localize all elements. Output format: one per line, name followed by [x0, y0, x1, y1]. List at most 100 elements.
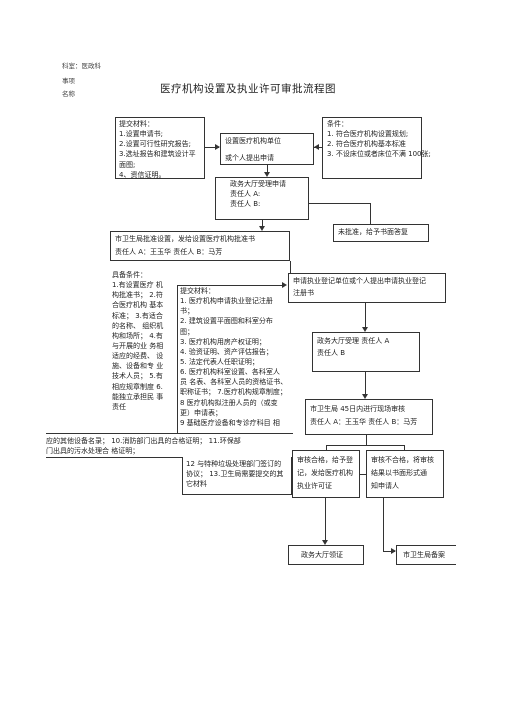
apply-box: 设置医疗机构单位 或个人提出申请	[220, 133, 314, 165]
submit-line: 更）申请表；	[180, 408, 222, 417]
reject-box: 未批准，给予书面答复	[333, 224, 429, 242]
pass-line: 记，发给医疗机构	[297, 469, 353, 478]
fail-box: 审核不合格，将审核 结果以书面形式通 知申请人	[366, 450, 444, 498]
requirements-list: 具备条件： 1.有设置医疗 机 构批准书； 2.符 合医疗机构 基本 标准； 3…	[112, 270, 174, 412]
arrow-right-icon	[391, 548, 396, 554]
submit-line: 5. 法定代表人任职证明；	[180, 357, 259, 366]
materials-line: 3.选址报告和建筑设计平	[119, 150, 196, 159]
materials-line: 面图;	[119, 160, 136, 169]
materials-line: 4、资信证明。	[119, 170, 166, 179]
requirements-line: 责任	[112, 402, 126, 411]
archive-text: 市卫生局备案	[403, 551, 445, 559]
divider	[46, 433, 293, 434]
requirements-line: 施、设备和专 业	[112, 362, 164, 371]
issue-box: 政务大厅领证	[288, 545, 364, 565]
acceptance-line: 政务大厅受理申请	[230, 180, 286, 188]
review-line: 市卫生局 45日内进行现场审核	[310, 405, 406, 413]
connector	[404, 445, 405, 450]
pass-box: 审核合格，给予登 记，发给医疗机构 执业许可证	[292, 450, 360, 498]
arrow-right-icon	[215, 144, 220, 150]
requirements-line: 能独立承担民 事	[112, 392, 164, 401]
requirements-line: 标准； 3.有适合	[112, 311, 163, 320]
materials-line: 2.设置可行性研究报告;	[119, 140, 192, 149]
submit-line: 4. 验资证明、资产评估报告；	[180, 347, 273, 356]
connector	[326, 445, 327, 450]
submit-line: 3. 医疗机构用房产权证明；	[180, 337, 266, 346]
item-label-2: 名称	[62, 90, 75, 98]
reject-text: 未批准，给予书面答复	[338, 228, 408, 236]
connector	[383, 498, 384, 551]
acceptance-line: 责任人 B:	[230, 200, 261, 209]
submit-extra-box: 12 与特种垃圾处理部门签订的 协议； 13.卫生局需要提交的其 它材料	[182, 457, 292, 495]
requirements-line: 具备条件：	[112, 271, 147, 279]
submit-line: 8 医疗机构拟注册人员的（或变	[180, 398, 278, 407]
connector	[326, 445, 404, 446]
issue-text: 政务大厅领证	[301, 551, 343, 559]
submit-line: 书；	[180, 307, 194, 316]
acceptance-line: 责任人 A:	[230, 190, 261, 199]
submit-extra-line: 12 与特种垃圾处理部门签订的	[186, 460, 282, 468]
conditions-line: 3. 不设床位或者床位不满 100张;	[327, 150, 431, 159]
connector	[177, 285, 285, 286]
connector	[325, 498, 326, 542]
requirements-line: 适应的经费、 设	[112, 352, 164, 361]
submit-materials-list: 提交材料： 1. 医疗机构申请执业登记注册 书； 2. 建筑设置平面图和科室分布…	[180, 286, 292, 428]
register-box: 申请执业登记单位或个人提出申请执业登记 注册书	[288, 273, 446, 303]
submit-line: 图；	[180, 327, 194, 336]
connector	[177, 285, 178, 433]
item-label-1: 事项	[62, 77, 75, 85]
submit-line: 提交材料：	[180, 287, 215, 295]
archive-box: 市卫生局备案	[396, 545, 456, 565]
conditions-box: 条件： 1. 符合医疗机构设置规划; 2. 符合医疗机构基本标准 3. 不设床位…	[322, 117, 431, 179]
connector	[267, 165, 268, 175]
submit-line: 1. 医疗机构申请执业登记注册	[180, 297, 273, 306]
register-line: 申请执业登记单位或个人提出申请执业登记	[293, 277, 426, 285]
arrow-down-icon	[264, 172, 270, 177]
arrow-right-icon	[282, 282, 287, 288]
arrow-down-icon	[362, 327, 368, 332]
conditions-line: 2. 符合医疗机构基本标准	[327, 140, 406, 149]
fail-line: 审核不合格，将审核	[371, 456, 434, 464]
submit-line: 6. 医疗机构科室设置、各科室人	[180, 368, 280, 377]
requirements-line: 合医疗机构 基本	[112, 301, 164, 310]
conditions-line: 条件：	[327, 120, 348, 128]
hall-accept-box: 政务大厅受理 责任人 A 责任人 B	[312, 332, 420, 372]
register-line: 注册书	[293, 289, 314, 298]
connector	[290, 261, 291, 273]
acceptance-box: 政务大厅受理申请 责任人 A: 责任人 B:	[215, 177, 309, 220]
arrow-left-icon	[314, 144, 319, 150]
requirements-line: 相应规章制度 6.	[112, 382, 163, 391]
apply-line: 或个人提出申请	[225, 154, 274, 163]
connector	[262, 220, 263, 228]
submit-line: 2. 建筑设置平面图和科室分布	[180, 317, 273, 326]
connector	[365, 303, 366, 329]
pass-line: 执业许可证	[297, 482, 332, 491]
requirements-line: 1.有设置医疗 机	[112, 281, 163, 290]
connector	[309, 203, 371, 204]
materials-box: 提交材料： 1.设置申请书; 2.设置可行性研究报告; 3.选址报告和建筑设计平…	[115, 117, 205, 179]
conditions-line: 1. 符合医疗机构设置规划;	[327, 130, 409, 139]
connector	[365, 372, 366, 396]
submit-line: 9 基础医疗设备和专诊疗科目 相	[180, 418, 280, 427]
apply-line: 设置医疗机构单位	[225, 137, 281, 145]
review-box: 市卫生局 45日内进行现场审核 责任人 A：王玉华 责任人 B：马芳	[305, 399, 433, 435]
submit-bottom-line: 应的其他设备名录； 10.消防部门出具的合格证明； 11.环保部	[46, 437, 241, 445]
submit-line: 职称证书； 7.医疗机构规章制度；	[180, 388, 287, 397]
requirements-line: 与开展的业 务相	[112, 341, 164, 350]
approve-line: 市卫生局批准设置，发给设置医疗机构批准书	[115, 235, 255, 243]
fail-line: 知申请人	[371, 482, 399, 491]
connector	[366, 435, 367, 445]
connector	[205, 147, 219, 148]
arrow-down-icon	[362, 394, 368, 399]
submit-line: 员 名表、各科室人员的资格证书、	[180, 378, 288, 387]
submit-extra-line: 协议； 13.卫生局需要提交的其	[186, 470, 284, 479]
materials-line: 1.设置申请书;	[119, 130, 164, 139]
pass-line: 审核合格，给予登	[297, 456, 353, 464]
arrow-down-icon	[259, 226, 265, 231]
submit-extra-line: 它材料	[186, 480, 207, 489]
arrow-down-icon	[322, 540, 328, 545]
requirements-line: 构和场所； 4.有	[112, 331, 163, 340]
requirements-line: 的名称、 组织机	[112, 321, 164, 330]
approve-box: 市卫生局批准设置，发给设置医疗机构批准书 责任人 A：王玉华 责任人 B：马芳	[110, 231, 290, 261]
review-line: 责任人 A：王玉华 责任人 B：马芳	[310, 418, 418, 427]
